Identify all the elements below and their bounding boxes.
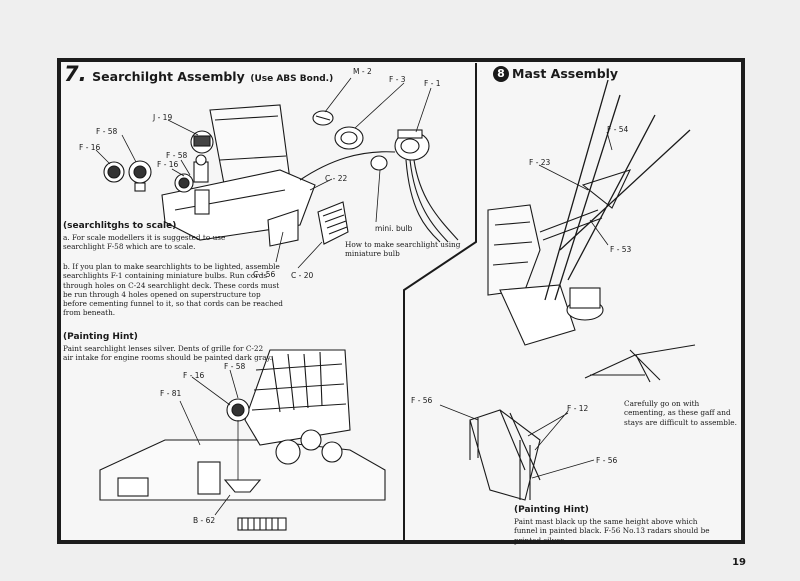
part-label: F - 23	[529, 158, 551, 167]
scale-note-a: a. For scale modellers it is suggested t…	[63, 233, 226, 252]
part-label: F - 16	[157, 160, 179, 169]
step7-painting-heading: (Painting Hint)	[63, 332, 138, 342]
part-label: F - 1	[424, 79, 441, 88]
step8-painting-text: Paint mast black up the same height abov…	[514, 517, 710, 545]
step7-title: 7. Searchilght Assembly (Use ABS Bond.)	[64, 62, 334, 86]
part-label: F - 81	[160, 389, 182, 398]
part-label: mini. bulb	[375, 224, 413, 233]
bulb-note: How to make searchlight using miniature …	[345, 240, 461, 259]
part-label: F - 16	[79, 143, 101, 152]
part-label: C - 20	[291, 271, 314, 280]
part-label: F - 56	[596, 456, 618, 465]
part-label: B - 62	[193, 516, 216, 525]
part-label: F - 53	[610, 245, 632, 254]
part-label: J - 19	[153, 113, 173, 122]
part-label: F - 58	[166, 151, 188, 160]
step7-painting-text: Paint searchlight lenses silver. Dents o…	[63, 344, 273, 363]
part-label: F - 58	[224, 362, 246, 371]
part-label: F - 58	[96, 127, 118, 136]
part-label: F - 54	[607, 125, 629, 134]
page-number: 19	[732, 557, 746, 568]
part-label: F - 56	[411, 396, 433, 405]
scale-heading: (searchlitghs to scale)	[63, 221, 177, 231]
part-label: F - 3	[389, 75, 406, 84]
part-label: M - 2	[353, 67, 372, 76]
part-label: F - 12	[567, 404, 589, 413]
part-label: F - 16	[183, 371, 205, 380]
step8-painting-heading: (Painting Hint)	[514, 505, 589, 515]
part-label: C - 22	[325, 174, 348, 183]
scale-note-b: b. If you plan to make searchlights to b…	[63, 262, 283, 318]
part-label: C - 56	[253, 270, 276, 279]
gaff-note: Carefully go on with cementing, as these…	[624, 399, 737, 427]
